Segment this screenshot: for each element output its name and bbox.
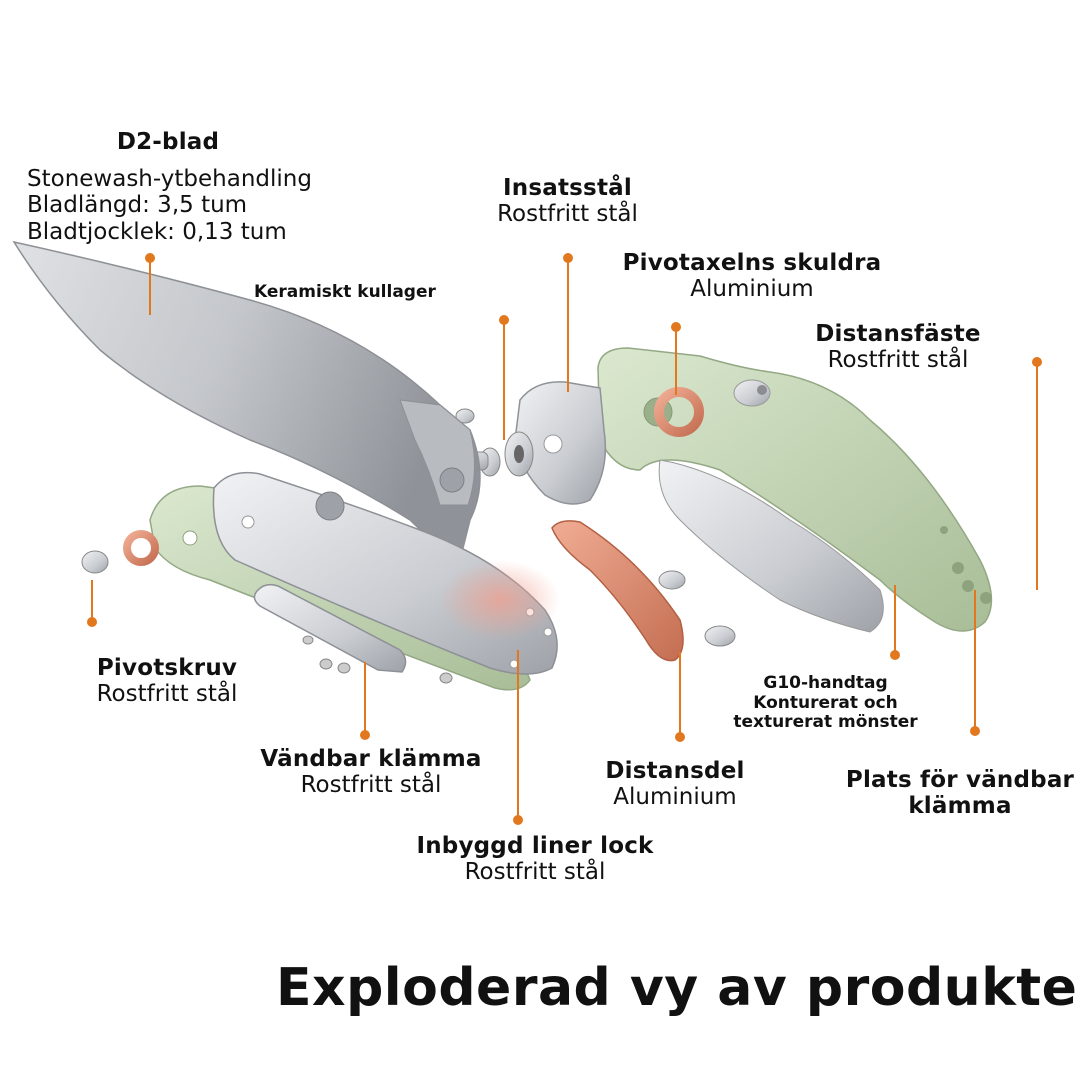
handle-hole — [962, 580, 974, 592]
aluminium-spacer — [551, 520, 684, 662]
leader-liner-lock-dot — [513, 815, 523, 825]
handle-label: G10-handtag Konturerat och texturerat mö… — [733, 673, 918, 733]
steel-liner-right — [658, 459, 884, 633]
leader-handle-dot — [890, 650, 900, 660]
standoff-mount-label: Distansfäste Rostfritt stål — [815, 321, 981, 374]
pivot-screw-label: Pivotskruv Rostfritt stål — [96, 655, 238, 708]
pivot-washer — [123, 530, 159, 566]
handle-hole — [980, 592, 992, 604]
leader-clip-dot — [360, 730, 370, 740]
blade-details: Stonewash-ytbehandling Bladlängd: 3,5 tu… — [27, 166, 312, 245]
leader-blade-dot — [145, 253, 155, 263]
clip-label: Vändbar klämma Rostfritt stål — [260, 746, 482, 799]
reversible-clip — [253, 583, 407, 673]
leader-bearing-dot — [499, 315, 509, 325]
leader-clip-position-dot — [970, 726, 980, 736]
insert-label: Insatsstål Rostfritt stål — [497, 175, 638, 228]
blade-title: D2-blad — [116, 129, 220, 155]
handle-hole — [952, 562, 964, 574]
handle-hole — [940, 526, 948, 534]
spacer-label: Distansdel Aluminium — [605, 758, 745, 811]
leader-spacer-dot — [675, 732, 685, 742]
leader-pivot-shoulder-dot — [671, 322, 681, 332]
pivot-shoulder-label: Pivotaxelns skuldra Aluminium — [622, 250, 882, 303]
caption: Exploderad vy av produkten — [276, 958, 1080, 1018]
bearing-title: Keramiskt kullager — [254, 282, 436, 302]
pivot-shoulder-washer — [654, 387, 704, 437]
liner-lock-label: Inbyggd liner lock Rostfritt stål — [416, 833, 654, 886]
pivot-screw-head — [81, 550, 109, 574]
leader-standoff-mount-dot — [1032, 357, 1042, 367]
clip-position-label: Plats för vändbar klämma — [845, 767, 1075, 820]
leader-insert-dot — [563, 253, 573, 263]
leader-pivot-screw-dot — [87, 617, 97, 627]
